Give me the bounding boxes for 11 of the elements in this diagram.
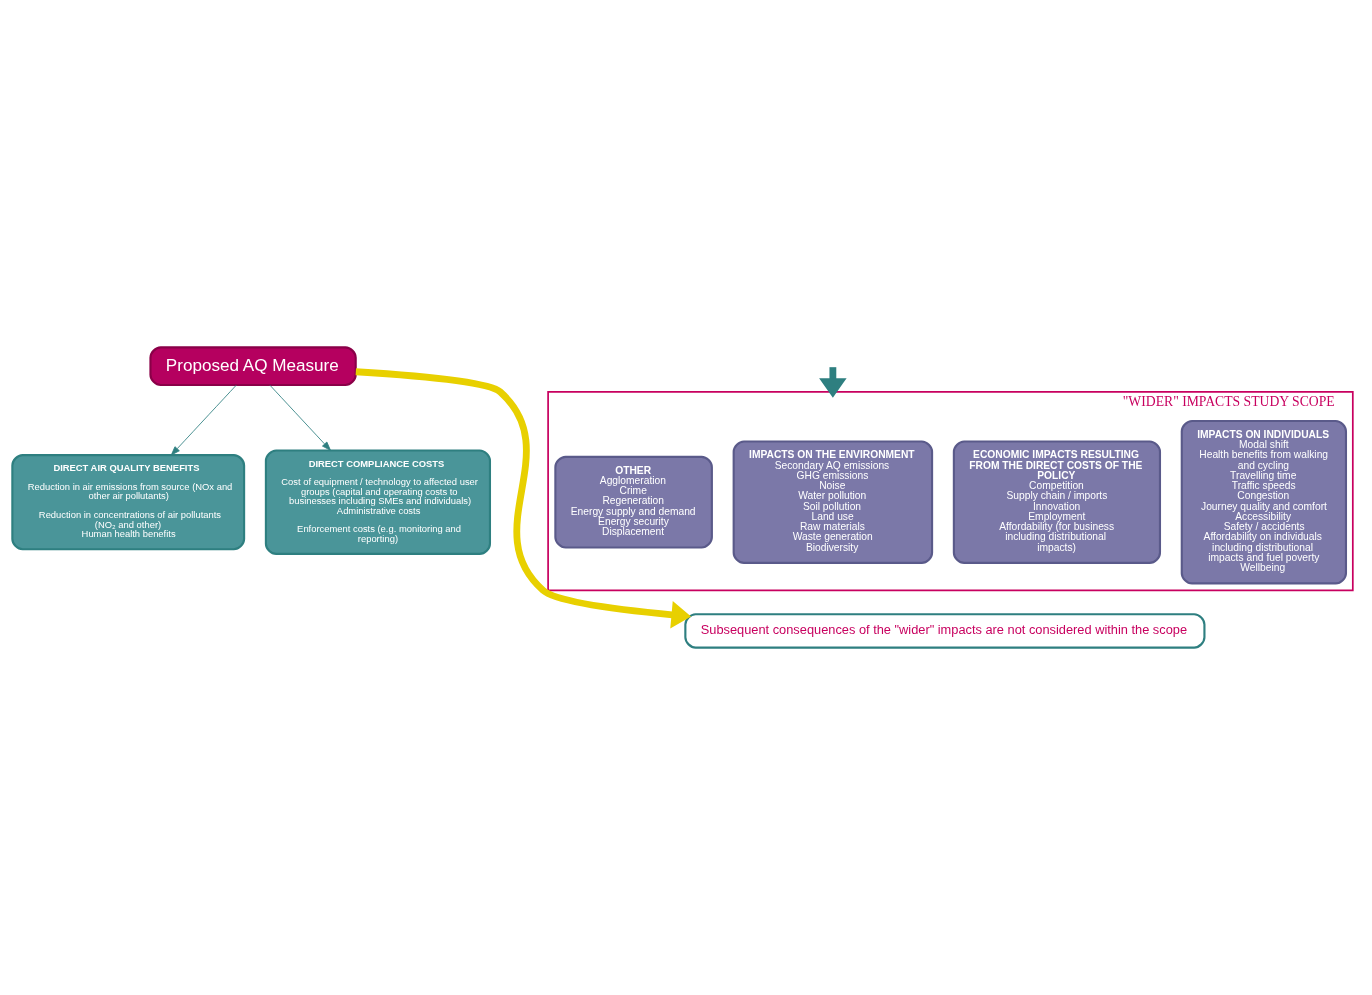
arrow bbox=[355, 368, 692, 629]
arrow bbox=[269, 384, 331, 451]
node-box: IMPACTS ON INDIVIDUALS Modal shift Health benefits from walking and cycling Travelling time Traffic speeds Congestion Journey quality and comfort Accessibility Safety / accidents Affordability on individuals including distributional impacts and fuel poverty Wellbeing bbox=[1180, 419, 1348, 585]
node-box: IMPACTS ON THE ENVIRONMENT Secondary AQ emissions GHG emissions Noise Water pollution Soil pollution Land use Raw materials Waste generation Biodiversity bbox=[732, 440, 934, 564]
arrow bbox=[170, 384, 237, 456]
node-box: DIRECT AIR QUALITY BENEFITS Reduction in air emissions from source (NOx and other air pollutants) Reduction in concentrations of air pollutants (NO₂ and other) Human health benefits bbox=[11, 454, 246, 551]
node-box: ECONOMIC IMPACTS RESULTING FROM THE DIRECT COSTS OF THE POLICY Competition Supply chain / imports Innovation Employment Affordability (for business including distributional impacts) bbox=[952, 440, 1162, 564]
node-box: OTHER Agglomeration Crime Regeneration Energy supply and demand Energy security Displacement bbox=[554, 455, 713, 549]
node-box: Proposed AQ Measure bbox=[149, 346, 357, 387]
node-box: DIRECT COMPLIANCE COSTS Cost of equipment / technology to affected user groups (capital and operating costs to businesses including SMEs and individuals) Administrative costs Enforcement costs (e.g. monitoring and reporting) bbox=[264, 449, 492, 555]
node-box: Subsequent consequences of the "wider" impacts are not considered within the scope bbox=[684, 613, 1206, 649]
